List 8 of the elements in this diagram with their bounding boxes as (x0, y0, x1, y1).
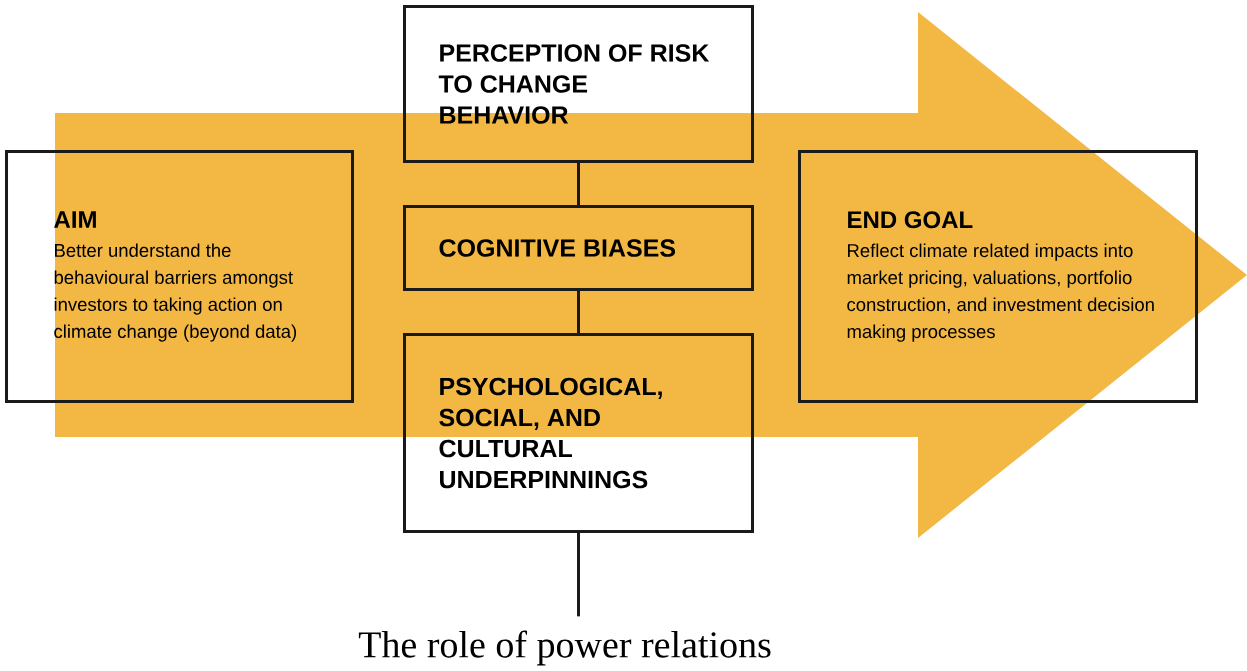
block-arrow (55, 12, 1247, 538)
label-box: COGNITIVE BIASES (403, 205, 754, 291)
label-box: PSYCHOLOGICAL, SOCIAL, AND CULTURAL UNDERPINNINGS (403, 333, 754, 533)
connector-line (577, 291, 580, 333)
connector-line (577, 163, 580, 205)
caption-text: The role of power relations (358, 630, 771, 666)
connector-line (577, 533, 580, 617)
text-card: END GOAL Reflect climate related impacts into market pricing, valuations, portfolio construction, and investment decision making processes (798, 150, 1198, 403)
